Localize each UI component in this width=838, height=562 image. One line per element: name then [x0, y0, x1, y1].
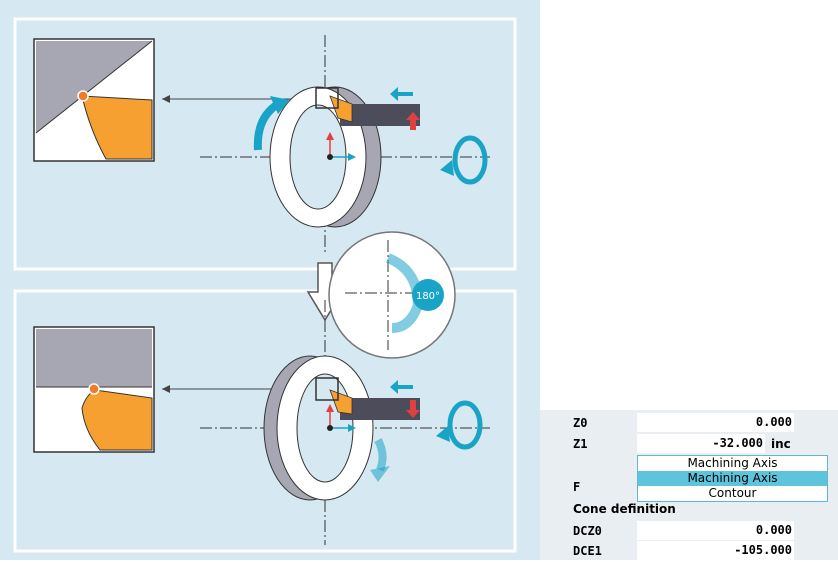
- top-wheel: [200, 35, 490, 255]
- dropdown-option-contour[interactable]: Contour: [708, 486, 757, 500]
- machining-axis-dropdown[interactable]: Machining Axis Machining Axis Contour: [637, 455, 828, 502]
- dce1-input[interactable]: -105.000: [637, 541, 794, 560]
- top-panel-frame: [13, 17, 517, 271]
- z1-input[interactable]: -32.000: [637, 434, 765, 453]
- param-row-dce1: DCE1 -105.000: [540, 540, 838, 562]
- z1-unit-toggle[interactable]: inc: [771, 437, 791, 451]
- rotation-magnifier: [328, 231, 456, 359]
- machining-illustration: 180°: [0, 0, 540, 560]
- param-row-f: F: [540, 476, 838, 498]
- top-detail-view: [33, 38, 155, 162]
- dropdown-option-machining-axis[interactable]: Machining Axis: [638, 471, 827, 486]
- param-label: Z0: [573, 416, 588, 430]
- param-row-z1: Z1 -32.000 inc: [540, 433, 838, 455]
- rotation-angle-label: 180°: [416, 291, 440, 302]
- param-label: DCE1: [573, 544, 602, 558]
- param-row-dcz0: DCZ0 0.000: [540, 520, 838, 542]
- section-label: Cone definition: [573, 502, 676, 516]
- dropdown-header[interactable]: Machining Axis: [687, 456, 778, 470]
- param-label: Z1: [573, 437, 588, 451]
- param-row-z0: Z0 0.000: [540, 412, 838, 434]
- bottom-panel-frame: [13, 289, 517, 553]
- param-row-cone-definition: Cone definition: [540, 498, 838, 520]
- bottom-detail-view: [33, 326, 155, 453]
- bottom-wheel: [200, 300, 490, 545]
- dcz0-input[interactable]: 0.000: [637, 521, 794, 540]
- z0-input[interactable]: 0.000: [637, 413, 794, 432]
- param-label: F: [573, 480, 581, 494]
- param-label: DCZ0: [573, 524, 602, 538]
